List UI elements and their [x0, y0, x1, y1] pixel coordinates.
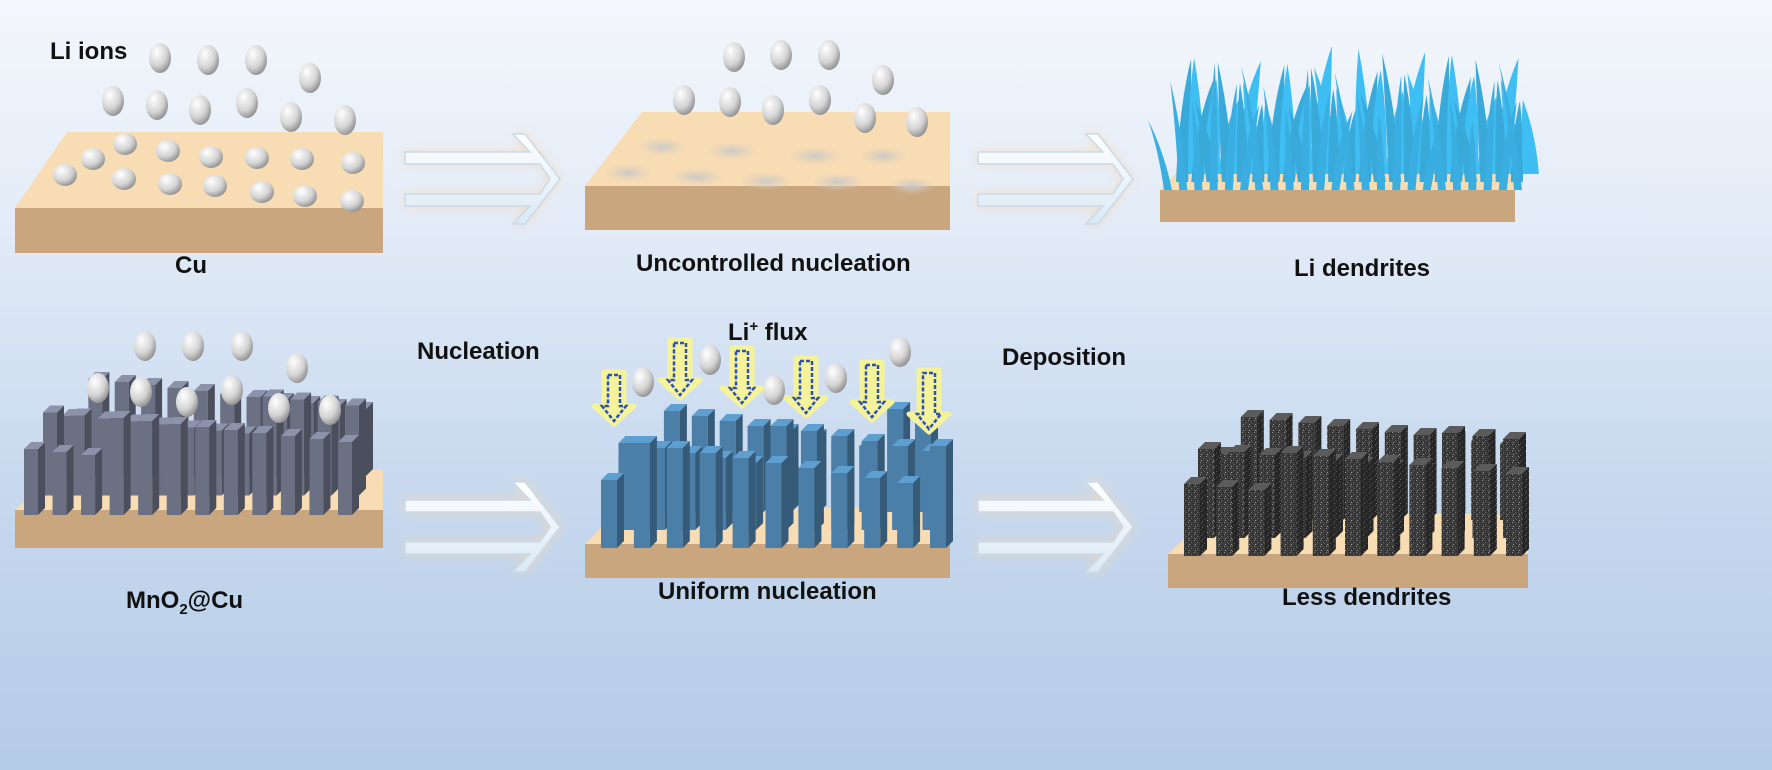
process-arrow-icon — [977, 481, 1134, 573]
label-deposition: Deposition — [1002, 344, 1126, 371]
dendrite — [1263, 87, 1279, 190]
deposited-pillar — [1377, 455, 1401, 556]
mno2-nanopillars — [24, 372, 373, 515]
li-flux-arrows — [591, 337, 952, 435]
nanopillar — [930, 439, 953, 548]
label-uncontrolled-nucleation: Uncontrolled nucleation — [636, 250, 911, 277]
label-uniform-nucleation: Uniform nucleation — [658, 578, 877, 605]
nanopillar — [666, 441, 690, 548]
dendrite — [1170, 81, 1188, 190]
dendrite — [1376, 114, 1386, 190]
flux-arrow-icon — [906, 367, 952, 435]
dendrite — [1224, 84, 1237, 190]
dendrite — [1331, 111, 1353, 190]
uncontrolled-nuclei — [604, 138, 936, 195]
dendrite — [1241, 66, 1264, 190]
dendrite — [1499, 63, 1522, 190]
nanopillar — [897, 476, 921, 548]
nanopillar — [280, 429, 302, 515]
label-li-dendrites: Li dendrites — [1294, 255, 1431, 282]
dendrite — [1356, 93, 1370, 190]
deposited-pillar — [1441, 461, 1465, 556]
dendrite — [1300, 69, 1310, 190]
dendrite — [1483, 81, 1495, 190]
nanopillar — [138, 414, 160, 515]
dendrite — [1450, 99, 1462, 190]
nanopillar — [699, 446, 723, 548]
flux-arrow-icon — [849, 359, 895, 423]
uncontrolled-floating-ions — [673, 40, 928, 137]
nanopillar — [252, 426, 274, 515]
deposited-li-pillars — [1184, 410, 1529, 556]
deposited-pillar — [1312, 449, 1336, 556]
dendrite — [1285, 108, 1294, 190]
li-flux-base: Li — [728, 319, 750, 346]
nanopillar — [109, 411, 131, 515]
nanopillar — [81, 448, 103, 515]
dendrite — [1521, 100, 1539, 174]
process-arrow-icon — [977, 133, 1134, 225]
label-cu: Cu — [175, 252, 207, 279]
nanopillar — [633, 436, 657, 548]
deposited-pillar — [1409, 458, 1433, 556]
dendrite — [1316, 90, 1331, 190]
dendrite — [1468, 120, 1477, 190]
nanopillar — [24, 442, 45, 515]
nanopillar — [223, 423, 245, 515]
mno2-cu-text: @Cu — [187, 587, 244, 614]
nanopillar — [195, 420, 217, 515]
nanopillar — [798, 461, 822, 548]
nanopillar — [732, 451, 756, 548]
cu-adsorbed-ions — [53, 133, 365, 212]
uncontrolled-substrate — [585, 112, 950, 230]
flux-arrow-icon — [719, 345, 765, 409]
nanopillar — [601, 473, 624, 548]
uniform-floating-ions — [632, 337, 911, 405]
nanopillar — [765, 456, 789, 548]
li-flux-rest: flux — [758, 319, 808, 346]
nanopillar — [309, 432, 331, 515]
deposited-pillar — [1280, 446, 1304, 556]
nanopillar — [338, 435, 359, 515]
dendrite — [1334, 72, 1355, 190]
flux-arrow-icon — [657, 337, 703, 401]
dendrite — [1148, 120, 1172, 190]
dendrite — [1407, 96, 1424, 190]
deposited-pillar — [1473, 464, 1497, 556]
deposited-pillar — [1506, 467, 1529, 556]
nanopillar — [831, 466, 855, 548]
uniform-nanopillars — [601, 402, 953, 548]
mno2-subscript: 2 — [179, 600, 188, 618]
deposited-pillar — [1216, 480, 1240, 556]
label-nucleation: Nucleation — [417, 338, 540, 365]
process-arrows — [404, 133, 1134, 573]
li-flux-charge: + — [749, 318, 759, 335]
label-li-ions: Li ions — [50, 38, 128, 65]
flux-arrow-icon — [591, 369, 637, 427]
label-less-dendrites: Less dendrites — [1282, 584, 1452, 611]
cu-substrate — [15, 132, 383, 253]
cu-floating-ions — [102, 43, 356, 135]
li-ion-sphere-icon — [53, 133, 365, 212]
nanopillar — [864, 471, 888, 548]
dendrite — [1392, 75, 1402, 190]
process-arrow-icon — [404, 133, 561, 225]
mno2-floating-ions — [87, 331, 341, 425]
nanopillar — [166, 417, 188, 515]
dendrite — [1192, 102, 1203, 190]
process-arrow-icon — [404, 481, 561, 573]
li-dendrites — [1148, 46, 1539, 190]
deposited-pillar — [1184, 477, 1207, 556]
flux-arrow-icon — [783, 355, 829, 419]
deposited-pillar — [1248, 483, 1272, 556]
label-mno2-cu: MnO2@Cu — [126, 587, 243, 618]
label-li-flux: Li+ flux — [728, 318, 807, 347]
dendrite — [1209, 63, 1218, 190]
dendrite — [1427, 78, 1446, 190]
nanopillar — [52, 445, 74, 515]
mno2-text: MnO — [126, 587, 180, 614]
deposited-pillar — [1345, 452, 1368, 556]
